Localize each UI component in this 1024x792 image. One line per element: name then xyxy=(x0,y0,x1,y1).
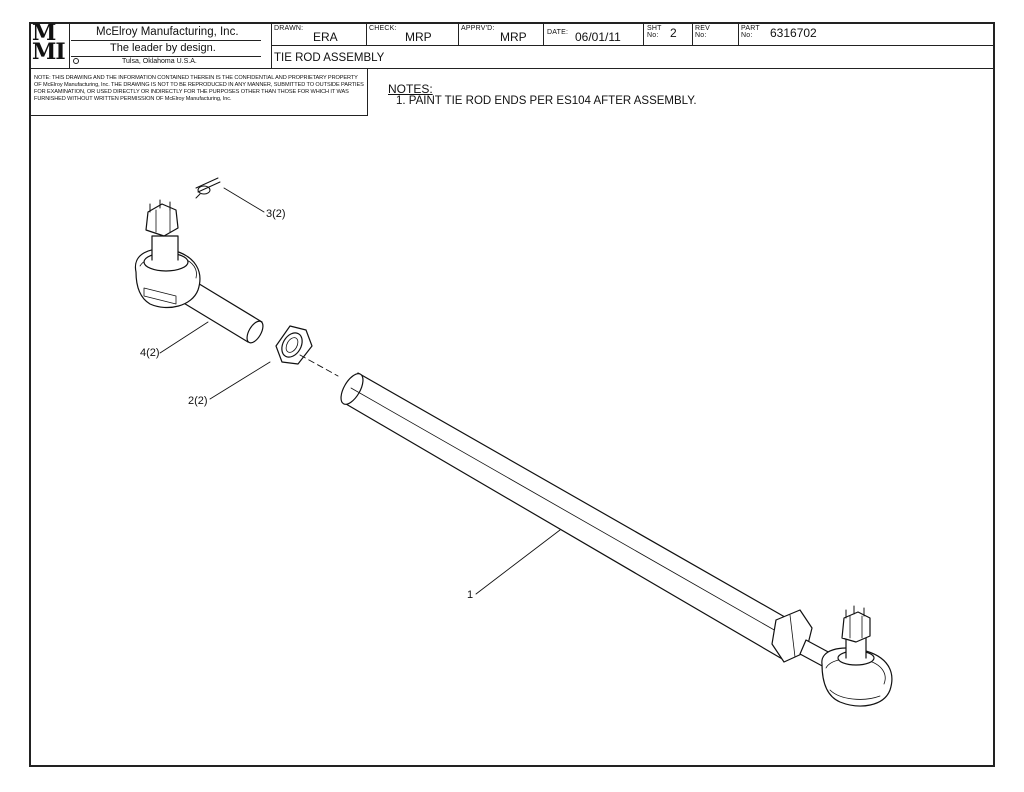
leader-item1 xyxy=(475,529,561,595)
drawn-value: ERA xyxy=(313,30,338,44)
part-value: 6316702 xyxy=(770,26,817,40)
assembly-centerline xyxy=(299,354,339,377)
company-name: McElroy Manufacturing, Inc. xyxy=(96,26,239,38)
apprvd-divider xyxy=(458,22,459,45)
title-row-divider xyxy=(271,45,995,46)
leader-item4 xyxy=(159,321,209,354)
logo-divider xyxy=(69,22,70,68)
callout-item3: 3(2) xyxy=(266,208,286,220)
date-divider xyxy=(543,22,544,45)
drawing-title: TIE ROD ASSEMBLY xyxy=(274,52,385,64)
check-value: MRP xyxy=(405,30,432,44)
registered-mark-icon xyxy=(73,58,79,64)
notice-box xyxy=(29,68,368,116)
company-underline xyxy=(71,40,261,41)
sht-label: SHT No: xyxy=(647,25,662,39)
left-tie-rod-end xyxy=(134,199,264,344)
leader-item3 xyxy=(223,187,265,213)
part-label: PART No: xyxy=(741,25,760,39)
date-label: DATE: xyxy=(547,29,569,36)
rev-label: REV No: xyxy=(695,25,710,39)
company-divider xyxy=(271,22,272,68)
sht-value: 2 xyxy=(670,26,677,40)
tagline-underline xyxy=(71,56,261,57)
drawing-border xyxy=(29,22,995,767)
company-logo: M MI xyxy=(32,20,66,65)
part-divider xyxy=(738,22,739,45)
apprvd-value: MRP xyxy=(500,30,527,44)
drawn-label: DRAWN: xyxy=(274,25,304,32)
rev-divider xyxy=(692,22,693,45)
right-tie-rod-end xyxy=(799,605,893,707)
note-item: 1. PAINT TIE ROD ENDS PER ES104 AFTER AS… xyxy=(396,95,697,107)
company-tagline: The leader by design. xyxy=(110,42,216,54)
callout-item4: 4(2) xyxy=(140,347,160,359)
jam-nut xyxy=(275,325,313,365)
callout-item2: 2(2) xyxy=(188,395,208,407)
leader-item2 xyxy=(209,361,271,400)
logo-box-bottom xyxy=(29,68,71,69)
date-value: 06/01/11 xyxy=(575,30,621,44)
notes-heading: NOTES: xyxy=(388,82,433,96)
check-divider xyxy=(366,22,367,45)
confidentiality-notice: NOTE: THIS DRAWING AND THE INFORMATION C… xyxy=(34,75,364,102)
title-block-bottom-line xyxy=(29,68,995,69)
apprvd-label: APPRV'D: xyxy=(461,25,495,32)
sht-divider xyxy=(643,22,644,45)
check-label: CHECK: xyxy=(369,25,397,32)
tie-rod-tube xyxy=(340,372,813,663)
cotter-pin xyxy=(195,177,221,199)
callout-item1: 1 xyxy=(467,589,474,601)
company-location: Tulsa, Oklahoma U.S.A. xyxy=(122,58,197,65)
